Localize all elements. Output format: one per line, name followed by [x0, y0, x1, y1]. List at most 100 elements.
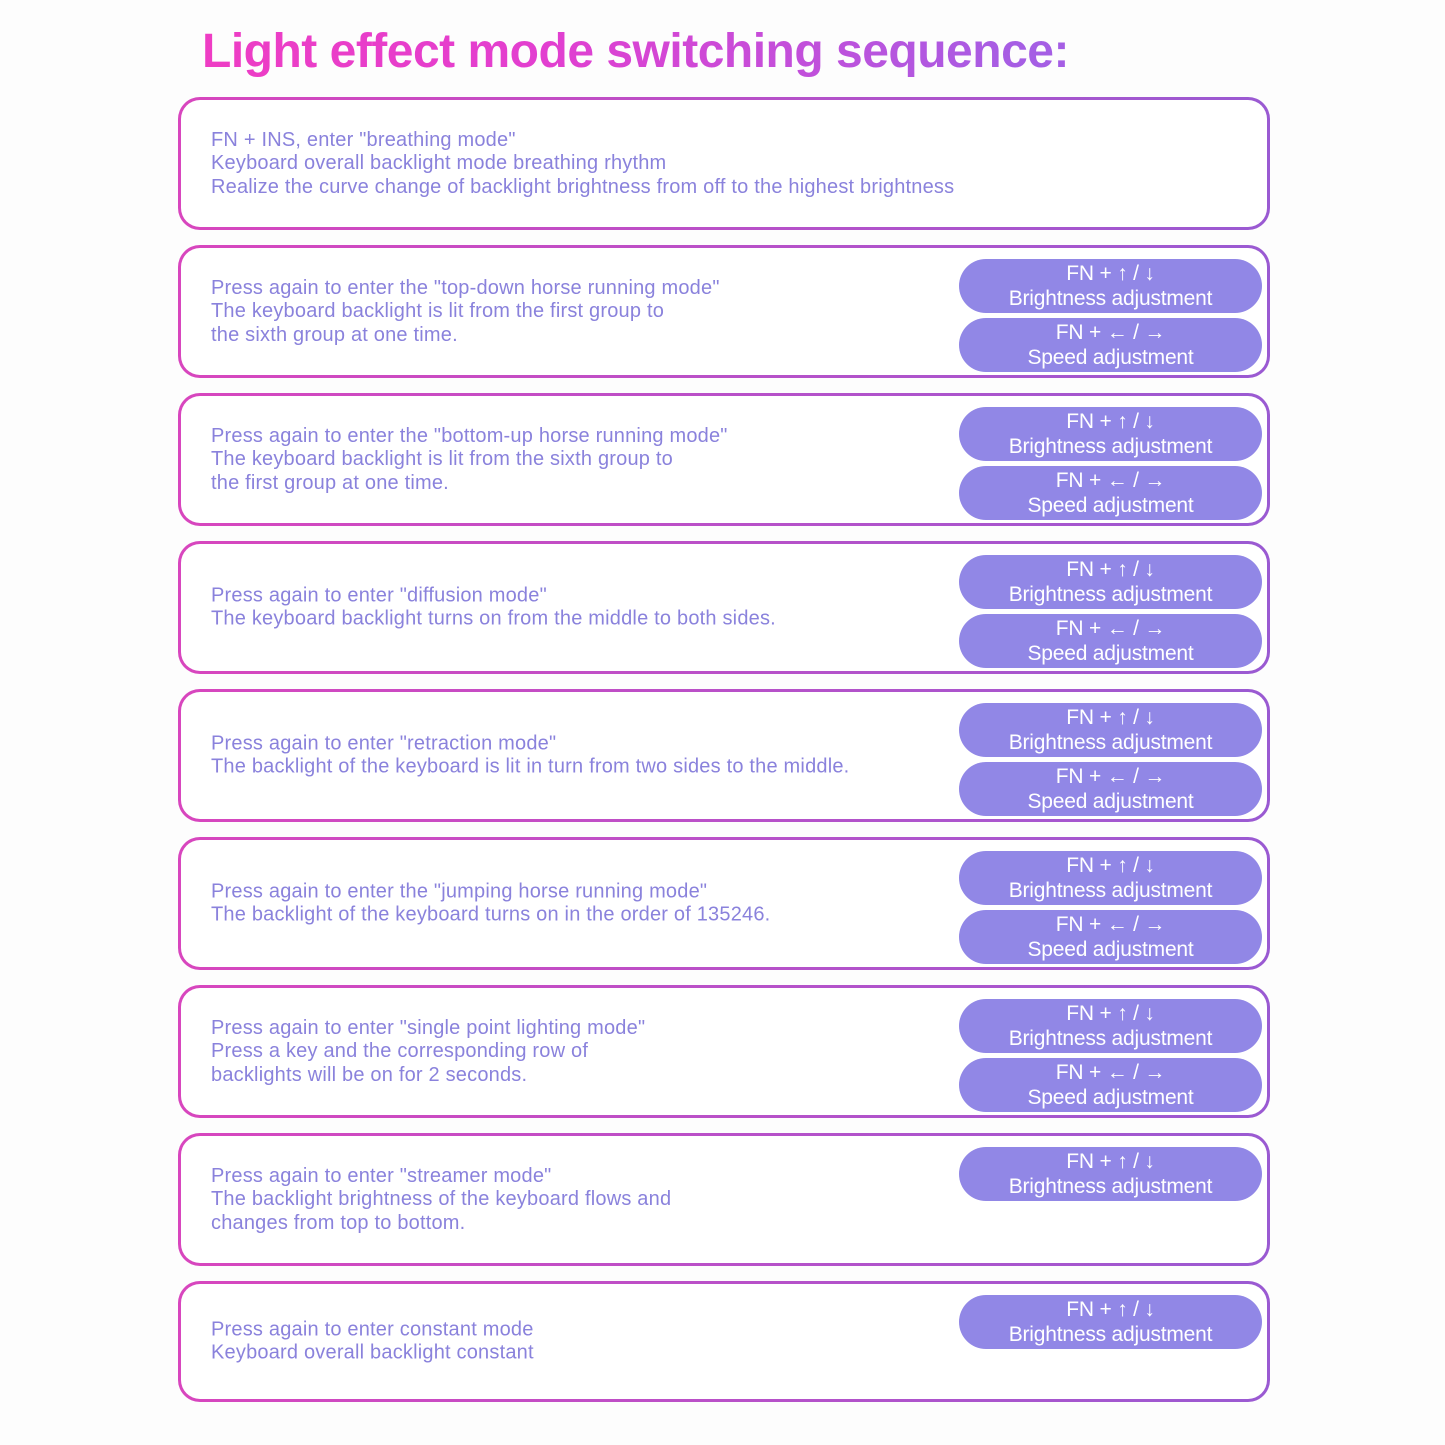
- shortcut-label: Brightness adjustment: [1008, 879, 1213, 902]
- description-line: Keyboard overall backlight mode breathin…: [211, 151, 667, 174]
- shortcut-keys: FN + ↑ / ↓: [1066, 558, 1155, 581]
- speed-shortcut-pill: FN + ← / → Speed adjustment: [959, 466, 1262, 520]
- mode-description: Press again to enter the "jumping horse …: [211, 880, 770, 927]
- description-line: The keyboard backlight is lit from the s…: [211, 447, 673, 470]
- mode-description: Press again to enter the "top-down horse…: [211, 276, 720, 347]
- description-line: FN + INS, enter "breathing mode": [211, 128, 516, 151]
- shortcut-pills: FN + ↑ / ↓ Brightness adjustment FN + ← …: [959, 703, 1262, 816]
- description-line: Press again to enter "diffusion mode": [211, 584, 547, 606]
- shortcut-label: Brightness adjustment: [1008, 1175, 1213, 1198]
- mode-box-breathing-mode: FN + INS, enter "breathing mode"Keyboard…: [178, 97, 1270, 230]
- shortcut-keys: FN + ← / →: [1055, 765, 1166, 788]
- mode-box-inner: Press again to enter the "bottom-up hors…: [181, 396, 1267, 523]
- mode-description: Press again to enter "retraction mode"Th…: [211, 732, 849, 779]
- description-line: the sixth group at one time.: [211, 323, 458, 346]
- brightness-shortcut-pill: FN + ↑ / ↓ Brightness adjustment: [959, 259, 1262, 313]
- mode-box-streamer-mode: Press again to enter "streamer mode"The …: [178, 1133, 1270, 1266]
- description-line: Press again to enter "streamer mode": [211, 1164, 552, 1187]
- shortcut-pills: FN + ↑ / ↓ Brightness adjustment: [959, 1147, 1262, 1201]
- shortcut-label: Speed adjustment: [1027, 1086, 1194, 1109]
- brightness-shortcut-pill: FN + ↑ / ↓ Brightness adjustment: [959, 555, 1262, 609]
- description-line: Press again to enter constant mode: [211, 1318, 534, 1340]
- shortcut-keys: FN + ↑ / ↓: [1066, 1002, 1155, 1025]
- mode-box-inner: Press again to enter the "top-down horse…: [181, 248, 1267, 375]
- mode-box-top-down-horse-running-mode: Press again to enter the "top-down horse…: [178, 245, 1270, 378]
- shortcut-keys: FN + ↑ / ↓: [1066, 410, 1155, 433]
- shortcut-label: Speed adjustment: [1027, 346, 1194, 369]
- brightness-shortcut-pill: FN + ↑ / ↓ Brightness adjustment: [959, 703, 1262, 757]
- shortcut-pills: FN + ↑ / ↓ Brightness adjustment FN + ← …: [959, 407, 1262, 520]
- shortcut-pills: FN + ↑ / ↓ Brightness adjustment FN + ← …: [959, 259, 1262, 372]
- shortcut-pills: FN + ↑ / ↓ Brightness adjustment: [959, 1295, 1262, 1349]
- shortcut-keys: FN + ↑ / ↓: [1066, 854, 1155, 877]
- description-line: The keyboard backlight is lit from the f…: [211, 299, 665, 322]
- speed-shortcut-pill: FN + ← / → Speed adjustment: [959, 1058, 1262, 1112]
- speed-shortcut-pill: FN + ← / → Speed adjustment: [959, 910, 1262, 964]
- shortcut-label: Speed adjustment: [1027, 494, 1194, 517]
- shortcut-label: Speed adjustment: [1027, 642, 1194, 665]
- mode-description: Press again to enter the "bottom-up hors…: [211, 424, 728, 495]
- description-line: the first group at one time.: [211, 471, 449, 494]
- shortcut-keys: FN + ← / →: [1055, 1061, 1166, 1084]
- mode-box-jumping-horse-running-mode: Press again to enter the "jumping horse …: [178, 837, 1270, 970]
- speed-shortcut-pill: FN + ← / → Speed adjustment: [959, 614, 1262, 668]
- mode-box-diffusion-mode: Press again to enter "diffusion mode"The…: [178, 541, 1270, 674]
- mode-box-retraction-mode: Press again to enter "retraction mode"Th…: [178, 689, 1270, 822]
- description-line: The backlight brightness of the keyboard…: [211, 1187, 672, 1210]
- mode-description: FN + INS, enter "breathing mode"Keyboard…: [211, 128, 954, 199]
- shortcut-label: Speed adjustment: [1027, 790, 1194, 813]
- mode-box-inner: Press again to enter "streamer mode"The …: [181, 1136, 1267, 1263]
- brightness-shortcut-pill: FN + ↑ / ↓ Brightness adjustment: [959, 1147, 1262, 1201]
- shortcut-keys: FN + ← / →: [1055, 617, 1166, 640]
- mode-box-inner: Press again to enter "single point light…: [181, 988, 1267, 1115]
- description-line: The keyboard backlight turns on from the…: [211, 607, 776, 630]
- shortcut-pills: FN + ↑ / ↓ Brightness adjustment FN + ← …: [959, 555, 1262, 668]
- shortcut-label: Brightness adjustment: [1008, 1323, 1213, 1346]
- description-line: Press again to enter the "bottom-up hors…: [211, 424, 728, 447]
- mode-box-inner: Press again to enter "retraction mode"Th…: [181, 692, 1267, 819]
- shortcut-label: Speed adjustment: [1027, 938, 1194, 961]
- speed-shortcut-pill: FN + ← / → Speed adjustment: [959, 762, 1262, 816]
- brightness-shortcut-pill: FN + ↑ / ↓ Brightness adjustment: [959, 999, 1262, 1053]
- mode-description: Press again to enter "streamer mode"The …: [211, 1164, 671, 1235]
- shortcut-keys: FN + ← / →: [1055, 469, 1166, 492]
- shortcut-keys: FN + ↑ / ↓: [1066, 1150, 1155, 1173]
- description-line: Press again to enter "single point light…: [211, 1016, 646, 1039]
- description-line: The backlight of the keyboard turns on i…: [211, 903, 771, 926]
- brightness-shortcut-pill: FN + ↑ / ↓ Brightness adjustment: [959, 407, 1262, 461]
- description-line: changes from top to bottom.: [211, 1211, 466, 1234]
- description-line: Press again to enter "retraction mode": [211, 732, 557, 754]
- description-line: Realize the curve change of backlight br…: [211, 175, 955, 198]
- shortcut-label: Brightness adjustment: [1008, 583, 1213, 606]
- brightness-shortcut-pill: FN + ↑ / ↓ Brightness adjustment: [959, 1295, 1262, 1349]
- shortcut-label: Brightness adjustment: [1008, 731, 1213, 754]
- description-line: Press again to enter the "jumping horse …: [211, 880, 708, 902]
- speed-shortcut-pill: FN + ← / → Speed adjustment: [959, 318, 1262, 372]
- shortcut-keys: FN + ← / →: [1055, 913, 1166, 936]
- page-title: Light effect mode switching sequence:: [202, 25, 1069, 78]
- mode-description: Press again to enter "diffusion mode"The…: [211, 584, 776, 631]
- mode-box-inner: Press again to enter "diffusion mode"The…: [181, 544, 1267, 671]
- description-line: Keyboard overall backlight constant: [211, 1341, 534, 1364]
- shortcut-pills: FN + ↑ / ↓ Brightness adjustment FN + ← …: [959, 851, 1262, 964]
- mode-box-bottom-up-horse-running-mode: Press again to enter the "bottom-up hors…: [178, 393, 1270, 526]
- shortcut-label: Brightness adjustment: [1008, 435, 1213, 458]
- description-line: Press again to enter the "top-down horse…: [211, 276, 720, 299]
- mode-description: Press again to enter "single point light…: [211, 1016, 645, 1087]
- mode-box-inner: FN + INS, enter "breathing mode"Keyboard…: [181, 100, 1267, 227]
- description-line: The backlight of the keyboard is lit in …: [211, 755, 850, 778]
- shortcut-label: Brightness adjustment: [1008, 1027, 1213, 1050]
- shortcut-keys: FN + ↑ / ↓: [1066, 1298, 1155, 1321]
- shortcut-keys: FN + ↑ / ↓: [1066, 706, 1155, 729]
- shortcut-keys: FN + ← / →: [1055, 321, 1166, 344]
- mode-list: FN + INS, enter "breathing mode"Keyboard…: [178, 97, 1270, 1402]
- brightness-shortcut-pill: FN + ↑ / ↓ Brightness adjustment: [959, 851, 1262, 905]
- mode-box-inner: Press again to enter the "jumping horse …: [181, 840, 1267, 967]
- shortcut-keys: FN + ↑ / ↓: [1066, 262, 1155, 285]
- description-line: Press a key and the corresponding row of: [211, 1039, 589, 1062]
- shortcut-label: Brightness adjustment: [1008, 287, 1213, 310]
